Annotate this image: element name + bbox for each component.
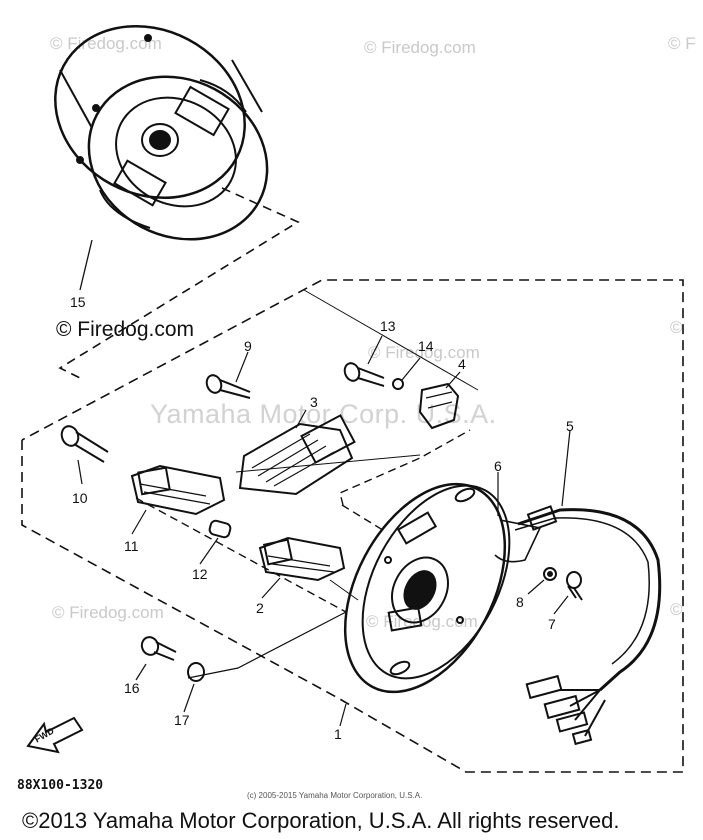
watermark-text: © F <box>668 34 696 53</box>
callout-4: 4 <box>458 356 466 372</box>
washer <box>392 378 404 390</box>
wire-harness <box>494 505 662 746</box>
stator-plate <box>343 482 511 694</box>
lighting-coil <box>258 536 346 582</box>
callout-14: 14 <box>418 338 434 354</box>
callout-1: 1 <box>334 726 342 742</box>
callout-3: 3 <box>310 394 318 410</box>
callout-16: 16 <box>124 680 140 696</box>
callout-10: 10 <box>72 490 88 506</box>
callout-7: 7 <box>548 616 556 632</box>
screw <box>140 636 177 661</box>
watermark-text: © Firedog.com <box>364 38 476 57</box>
pulser-coil <box>418 382 460 430</box>
source-coil <box>238 414 356 496</box>
watermark-text: © Firedog.com <box>52 603 164 622</box>
flywheel-rotor <box>54 24 269 241</box>
watermark-text: © Firedog.com <box>368 343 480 362</box>
screw <box>60 425 109 463</box>
callout-8: 8 <box>516 594 524 610</box>
charge-coil <box>130 464 226 516</box>
washer <box>543 567 557 581</box>
screw <box>205 374 251 399</box>
spacer <box>208 519 232 539</box>
part-code: 88X100-1320 <box>17 778 104 793</box>
small-copyright: (c) 2005-2015 Yamaha Motor Corporation, … <box>247 791 423 800</box>
callout-17: 17 <box>174 712 190 728</box>
footer-copyright: ©2013 Yamaha Motor Corporation, U.S.A. A… <box>22 808 620 833</box>
callout-12: 12 <box>192 566 208 582</box>
callout-13: 13 <box>380 318 396 334</box>
screw <box>343 362 385 387</box>
callout-2: 2 <box>256 600 264 616</box>
callout-15: 15 <box>70 294 86 310</box>
screw <box>566 571 583 601</box>
callout-9: 9 <box>244 338 252 354</box>
washer <box>187 662 205 682</box>
watermark-text: © <box>670 318 683 337</box>
callout-6: 6 <box>494 458 502 474</box>
callout-11: 11 <box>124 538 139 554</box>
callout-5: 5 <box>566 418 574 434</box>
forward-arrow-icon <box>26 716 84 754</box>
watermark-text: © <box>670 600 683 619</box>
inline-copyright: © Firedog.com <box>56 318 195 341</box>
